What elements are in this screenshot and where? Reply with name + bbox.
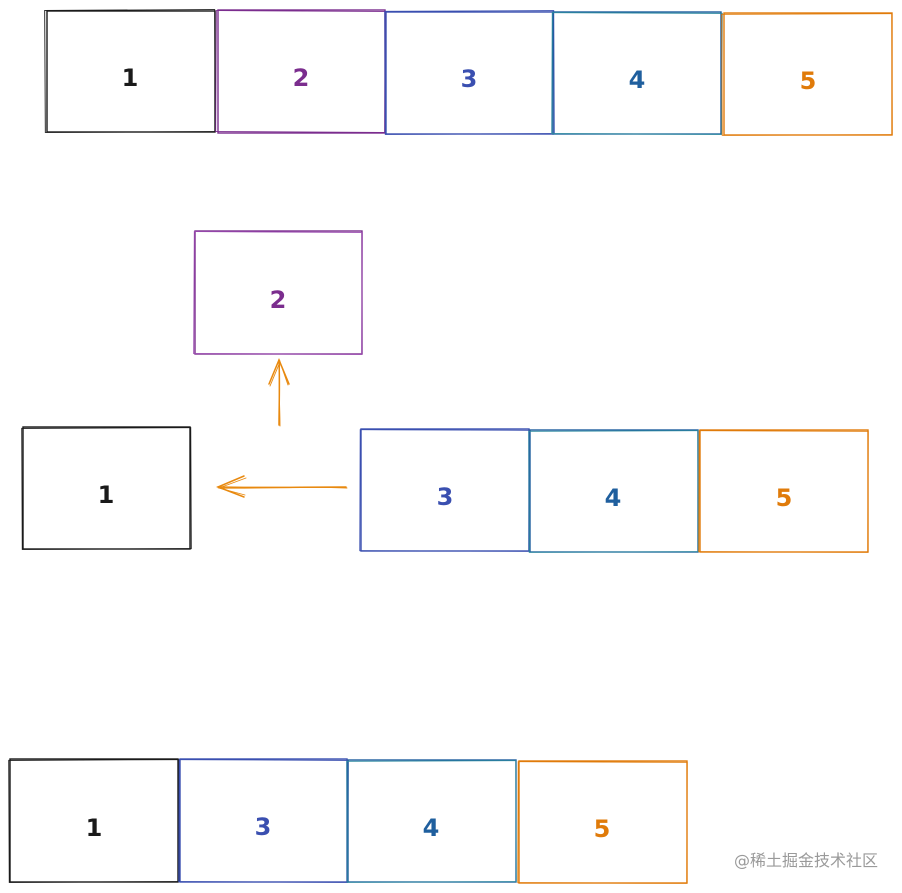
row1-box-5: 5 bbox=[721, 12, 893, 136]
row2-box-5-label: 5 bbox=[776, 484, 793, 512]
row2-box-5: 5 bbox=[698, 429, 869, 553]
move-left-arrow bbox=[215, 475, 348, 498]
row2-lifted-box-2-label: 2 bbox=[270, 286, 287, 314]
row2-lifted-box-2: 2 bbox=[193, 230, 363, 355]
row2-box-4: 4 bbox=[528, 429, 699, 553]
row1-box-3: 3 bbox=[384, 10, 555, 135]
row2-box-4-label: 4 bbox=[605, 484, 622, 512]
row2-moved-box-1-label: 1 bbox=[98, 481, 115, 509]
row1-box-2: 2 bbox=[215, 9, 386, 134]
row3-box-1: 1 bbox=[8, 758, 180, 883]
row1-box-1-label: 1 bbox=[122, 64, 139, 92]
row-1: 1 2 3 4 5 bbox=[44, 9, 893, 136]
row1-box-1: 1 bbox=[44, 9, 216, 133]
row3-box-4: 4 bbox=[346, 759, 517, 883]
row2-moved-box-1: 1 bbox=[21, 426, 192, 550]
row3-box-4-label: 4 bbox=[423, 814, 440, 842]
row1-box-2-label: 2 bbox=[293, 64, 310, 92]
row2-box-3-label: 3 bbox=[437, 483, 454, 511]
row3-box-5-label: 5 bbox=[594, 815, 611, 843]
row3-box-3-label: 3 bbox=[255, 813, 272, 841]
row3-box-3: 3 bbox=[178, 758, 349, 883]
row1-box-3-label: 3 bbox=[461, 65, 478, 93]
row-2: 2 1 3 4 bbox=[21, 230, 869, 553]
lift-up-arrow bbox=[268, 358, 290, 427]
row1-box-5-label: 5 bbox=[800, 67, 817, 95]
watermark-text: @稀土掘金技术社区 bbox=[733, 851, 878, 870]
row-3: 1 3 4 5 bbox=[8, 758, 688, 884]
row3-box-1-label: 1 bbox=[86, 814, 103, 842]
row2-box-3: 3 bbox=[359, 428, 530, 552]
row1-box-4-label: 4 bbox=[629, 66, 646, 94]
row3-box-5: 5 bbox=[517, 760, 688, 884]
row1-box-4: 4 bbox=[551, 11, 723, 135]
